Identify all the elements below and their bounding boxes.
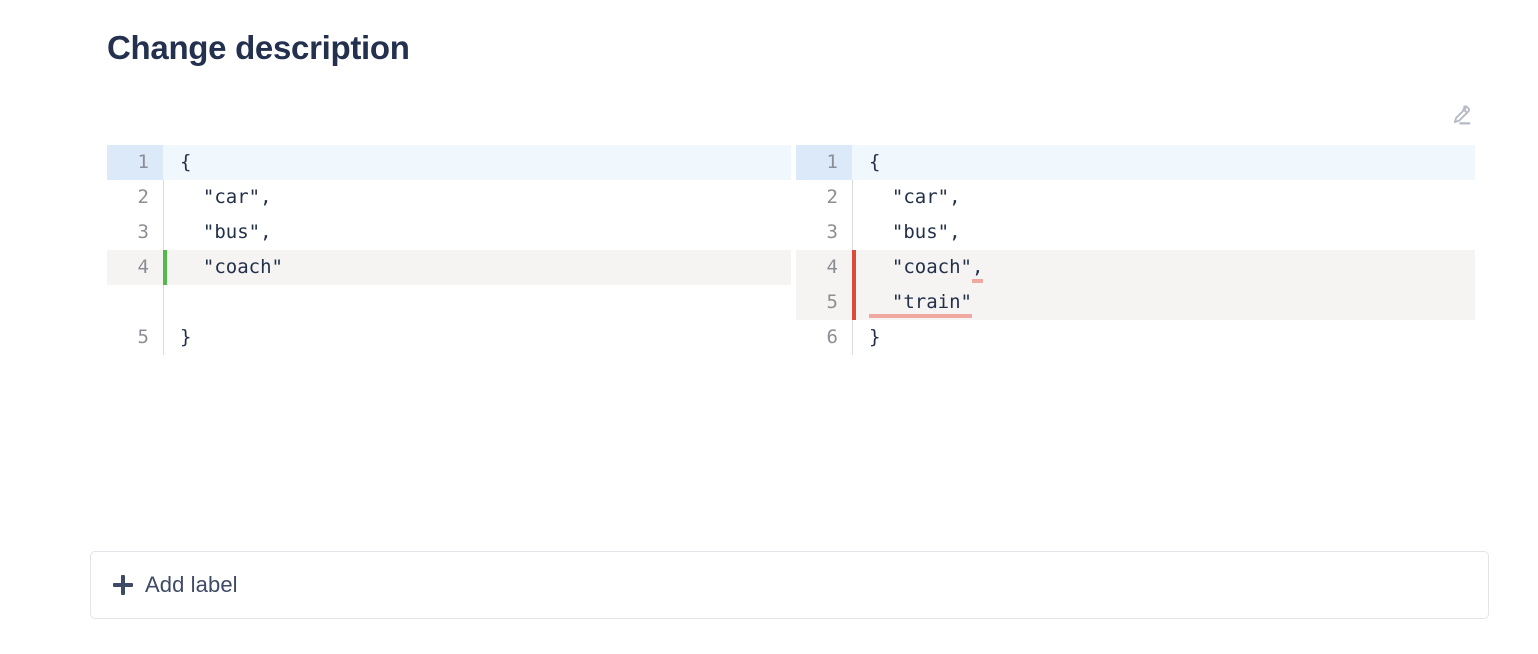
edit-pencil-icon[interactable]	[1446, 101, 1476, 131]
line-number: 1	[107, 145, 163, 180]
code-line: }	[869, 326, 881, 348]
code-line: "bus",	[180, 221, 272, 243]
diff-gutter-left: 1 2 3 4 5	[107, 145, 163, 355]
line-number: 3	[826, 221, 838, 243]
add-label-inner: Add label	[91, 572, 238, 598]
changed-token: ,	[971, 256, 984, 283]
add-label-button[interactable]: Add label	[90, 551, 1489, 619]
code-line-added: "coach"	[163, 250, 791, 285]
line-number	[107, 285, 163, 320]
line-number: 4	[107, 250, 163, 285]
diff-code-right[interactable]: { "car", "bus", "coach", "train" }	[852, 145, 1475, 355]
code-line: }	[180, 326, 192, 348]
code-line-removed: "train"	[852, 285, 1475, 320]
line-number: 3	[137, 221, 149, 243]
code-line-placeholder	[163, 285, 791, 320]
line-number: 5	[796, 285, 852, 320]
code-line: {	[852, 145, 1475, 180]
code-line: "car",	[869, 186, 961, 208]
page-title: Change description	[107, 29, 410, 66]
diff-gutter-right: 1 2 3 4 5 6	[796, 145, 852, 355]
line-number: 6	[826, 326, 838, 348]
line-number: 2	[137, 186, 149, 208]
code-line: "car",	[180, 186, 272, 208]
code-text: "coach"	[869, 256, 972, 278]
code-line-removed: "coach",	[852, 250, 1475, 285]
diff-code-left[interactable]: { "car", "bus", "coach" }	[163, 145, 791, 355]
diff-pane-left: 1 2 3 4 5 { "car", "bus", "coach" }	[107, 145, 791, 355]
changed-token: "train"	[869, 291, 972, 318]
line-number: 1	[796, 145, 852, 180]
line-number: 4	[796, 250, 852, 285]
line-number: 2	[826, 186, 838, 208]
add-label-text: Add label	[145, 572, 238, 597]
diff-viewer: 1 2 3 4 5 { "car", "bus", "coach" } 1 2 …	[107, 145, 1475, 355]
plus-icon	[113, 575, 133, 595]
line-number: 5	[137, 326, 149, 348]
code-line: {	[163, 145, 791, 180]
code-line: "bus",	[869, 221, 961, 243]
diff-pane-right: 1 2 3 4 5 6 { "car", "bus", "coach", "tr…	[791, 145, 1475, 355]
